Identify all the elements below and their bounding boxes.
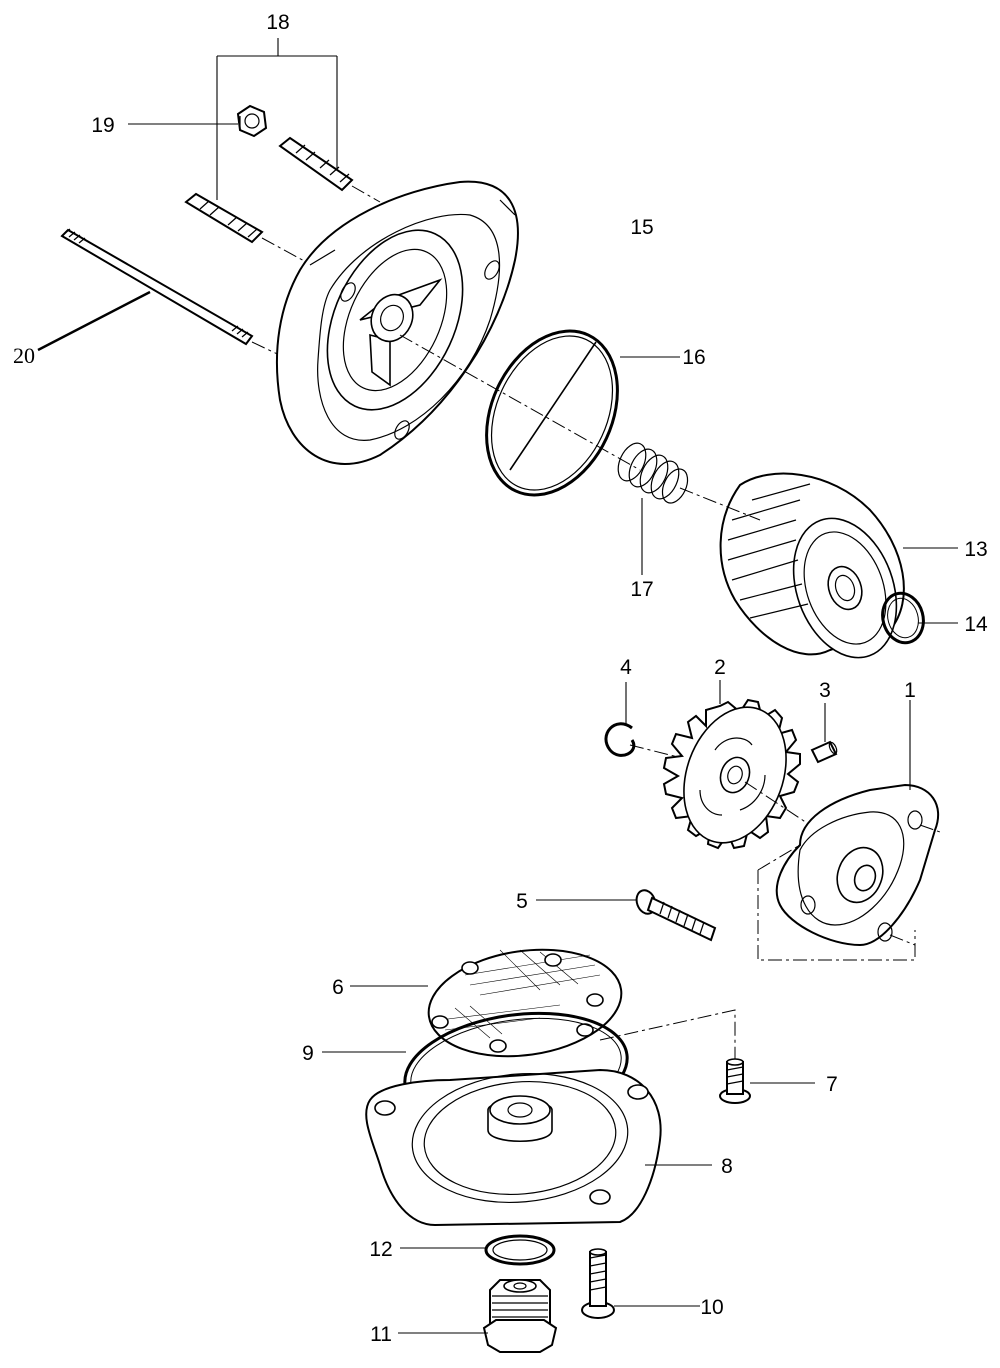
callout-10: 10 bbox=[700, 1296, 723, 1319]
callout-4: 4 bbox=[620, 656, 632, 679]
callout-9: 9 bbox=[302, 1042, 314, 1065]
o-ring-16 bbox=[485, 329, 619, 497]
callout-2: 2 bbox=[714, 656, 726, 679]
callout-18: 18 bbox=[266, 11, 289, 34]
pump-body-1 bbox=[757, 783, 941, 961]
callout-1: 1 bbox=[904, 679, 916, 702]
strainer-cover-8 bbox=[365, 1068, 662, 1227]
nut-19 bbox=[236, 104, 268, 138]
leader-lines bbox=[37, 123, 958, 1334]
callout-5: 5 bbox=[516, 890, 528, 913]
bolt-10 bbox=[581, 1248, 615, 1319]
short-stud-upper bbox=[278, 136, 381, 203]
callout-12: 12 bbox=[369, 1238, 392, 1261]
callout-19: 19 bbox=[91, 114, 114, 137]
o-ring-14 bbox=[881, 591, 925, 645]
callout-14: 14 bbox=[964, 613, 988, 636]
washer-12 bbox=[484, 1234, 556, 1266]
callout-13: 13 bbox=[964, 538, 987, 561]
long-stud-20 bbox=[60, 228, 291, 361]
callout-3: 3 bbox=[819, 679, 831, 702]
spring-17 bbox=[617, 442, 689, 504]
callout-8: 8 bbox=[721, 1155, 733, 1178]
bolt-7 bbox=[719, 1058, 751, 1104]
strainer-screen-6 bbox=[427, 948, 736, 1060]
drain-plug-11 bbox=[482, 1279, 558, 1353]
callout-18-bracket bbox=[216, 38, 338, 200]
screw-5 bbox=[635, 889, 717, 942]
callout-16: 16 bbox=[682, 346, 705, 369]
filter-cover bbox=[275, 180, 641, 471]
callout-17: 17 bbox=[630, 578, 653, 601]
callout-11: 11 bbox=[370, 1323, 392, 1346]
oil-filter-13 bbox=[679, 472, 905, 659]
callout-20: 20 bbox=[13, 343, 35, 368]
pin-3 bbox=[810, 740, 838, 764]
callout-6: 6 bbox=[332, 976, 344, 999]
short-stud-lower bbox=[184, 192, 331, 276]
pump-gear-2 bbox=[662, 698, 811, 850]
callout-7: 7 bbox=[826, 1073, 838, 1096]
callout-15: 15 bbox=[630, 216, 653, 239]
